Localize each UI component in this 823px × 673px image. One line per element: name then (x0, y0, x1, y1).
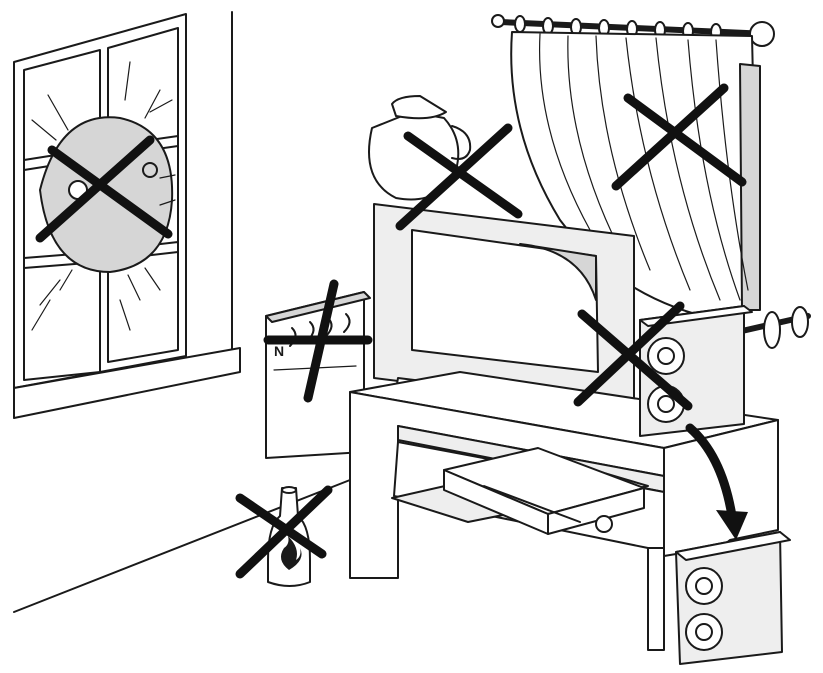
receiver-device (443, 447, 645, 535)
sun-rays (31, 61, 176, 331)
arrow-icon (685, 423, 748, 540)
television (373, 203, 635, 425)
prohibition-x-icon-window (35, 135, 173, 243)
prohibition-x-icon-jug (395, 123, 523, 231)
heater-symbol: N (274, 343, 284, 359)
speaker-adjacent (639, 305, 753, 437)
curtain (491, 14, 811, 349)
prohibition-x-icon-bottle (235, 485, 333, 579)
speaker-floor (675, 531, 791, 665)
prohibition-x-icon-speaker (573, 301, 693, 411)
prohibition-x-icon-heater (263, 279, 373, 403)
prohibition-x-icon-curtain (611, 83, 747, 191)
flame-icon (280, 536, 302, 570)
flammable-bottle (267, 486, 311, 587)
window (13, 13, 241, 419)
